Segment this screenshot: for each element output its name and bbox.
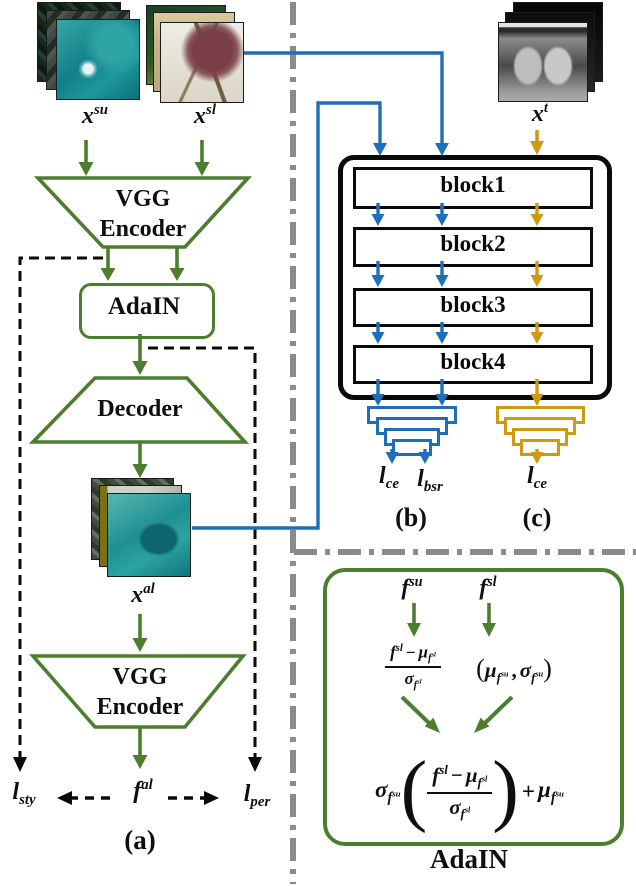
xsl-to-block1-line <box>244 51 449 156</box>
caption-b: (b) <box>395 503 427 532</box>
fal-to-lsty-dashed-arrow <box>57 791 110 805</box>
lce-gold-label: lce <box>527 463 547 493</box>
caption-a: (a) <box>124 825 156 855</box>
style-loss-dashed-path <box>13 256 103 772</box>
lsty-label: lsty <box>12 779 36 809</box>
xt-label: xt <box>531 100 549 127</box>
normalize-fraction: fsl−μfsl σfsl <box>352 643 474 691</box>
vgg-encoder-top-shape <box>33 176 253 249</box>
xt-image-stack <box>488 0 603 104</box>
lce-blue-label: lce <box>379 463 399 493</box>
fal-label: fal <box>133 777 153 804</box>
block3-box: block3 <box>353 288 593 327</box>
green-flow-arrows <box>78 140 210 769</box>
blue-pyramid-output-arrows <box>385 449 432 464</box>
xsu-label: xsu <box>81 102 109 129</box>
adain-equation: σfsu ( fsl−μfsl σfsl ) + μfsu <box>375 746 564 834</box>
adain-module-box <box>79 283 215 339</box>
block1-box: block1 <box>353 167 593 209</box>
xsl-front-image <box>160 22 244 103</box>
style-stats-tuple: (μfsu,σfsu) <box>476 654 552 685</box>
lper-label: lper <box>243 781 271 811</box>
blue-interblock-arrows <box>371 203 449 406</box>
xsl-image-stack <box>146 3 246 105</box>
vgg-encoder-bottom-shape <box>29 654 247 729</box>
lbsr-label: lbsr <box>417 466 443 496</box>
adain-detail-box <box>323 568 624 846</box>
xal-front-image <box>107 493 191 577</box>
block4-box: block4 <box>353 345 593 384</box>
gold-interblock-arrows <box>530 203 544 464</box>
block2-box: block2 <box>353 227 593 267</box>
caption-c: (c) <box>522 503 552 532</box>
decoder-shape <box>28 376 250 444</box>
fal-to-lper-dashed-arrow <box>168 791 219 805</box>
xsl-label: xsl <box>194 102 216 129</box>
adain-module-label: AdaIN <box>107 293 181 320</box>
xal-image-stack <box>91 478 193 578</box>
adain-detail-title: AdaIN <box>429 844 509 874</box>
adain-detail-arrows <box>400 603 514 733</box>
xal-label: xal <box>131 581 155 608</box>
xsu-image-stack <box>35 2 141 102</box>
decoder-label: Decoder <box>97 396 183 422</box>
xal-to-block1-line <box>192 101 387 530</box>
xsu-front-image <box>56 19 140 100</box>
fsl-label: fsl <box>479 574 497 600</box>
perceptual-loss-dashed-path <box>148 346 262 772</box>
fsu-label: fsu <box>401 574 423 600</box>
xt-input-arrow <box>530 130 544 155</box>
xt-front-image <box>498 22 588 102</box>
